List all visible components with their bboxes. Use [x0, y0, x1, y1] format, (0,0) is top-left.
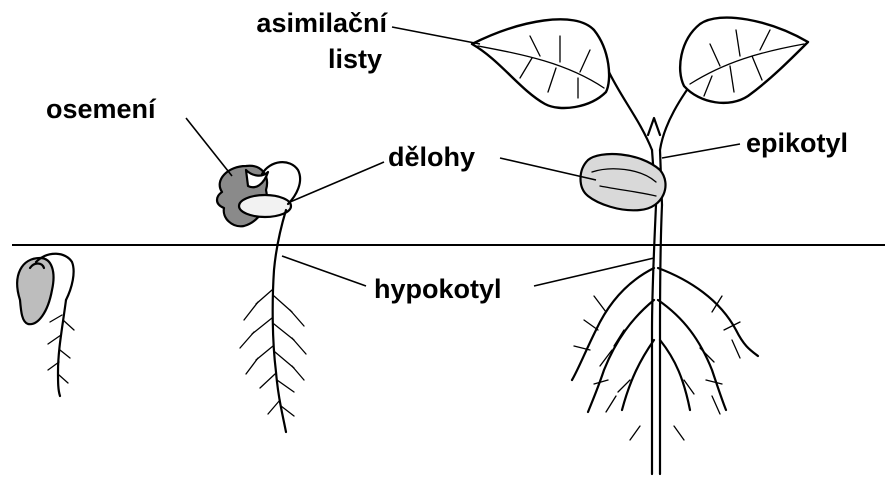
label-delohy: dělohy [388, 142, 475, 172]
label-asimilacni-line1: asimilační [256, 8, 387, 38]
label-epikotyl: epikotyl [746, 128, 848, 158]
leaf-left [472, 19, 609, 108]
leader-delohy-left [290, 162, 384, 202]
leader-asimilacni [392, 27, 480, 44]
label-asimilacni-line2: listy [328, 44, 382, 74]
seedling-stage-2 [217, 162, 306, 432]
label-osemeni: osemení [46, 94, 156, 124]
label-hypokotyl: hypokotyl [374, 274, 502, 304]
leader-hypokotyl-right [534, 258, 654, 286]
leaf-right [680, 18, 808, 103]
leader-osemeni [186, 118, 232, 176]
seedling-stage-1 [17, 254, 74, 396]
leader-hypokotyl-left [282, 256, 366, 286]
leader-epikotyl [662, 144, 740, 158]
